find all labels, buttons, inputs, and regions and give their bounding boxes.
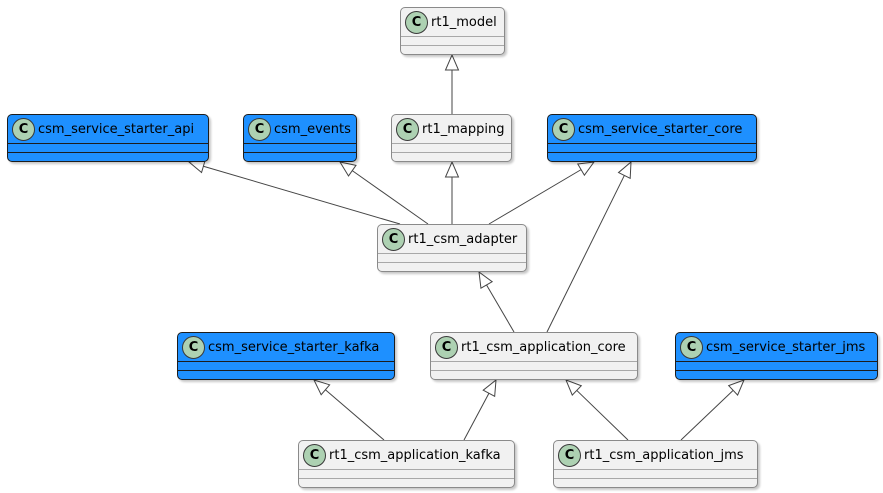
- class-name: rt1_model: [431, 14, 497, 30]
- methods-compartment: [676, 370, 877, 379]
- fields-compartment: [401, 36, 504, 45]
- methods-compartment: [554, 478, 757, 487]
- fields-compartment: [676, 361, 877, 370]
- fields-compartment: [548, 143, 756, 152]
- class-name: csm_service_starter_kafka: [208, 339, 380, 355]
- edge-rt1_csm_application_jms-extends-rt1_csm_application_core: [565, 379, 629, 441]
- edge-rt1_csm_application_kafka-extends-rt1_csm_application_core: [463, 378, 497, 441]
- methods-compartment: [178, 370, 394, 379]
- class-icon: C: [558, 443, 581, 467]
- class-name: csm_service_starter_api: [38, 121, 195, 137]
- class-name: rt1_csm_application_kafka: [329, 447, 501, 463]
- class-csm_events[interactable]: C csm_events: [243, 114, 357, 162]
- class-csm_service_starter_api[interactable]: C csm_service_starter_api: [7, 114, 209, 162]
- methods-compartment: [378, 262, 526, 271]
- class-icon: C: [680, 335, 703, 359]
- edge-rt1_csm_adapter-extends-csm_service_starter_api: [187, 159, 401, 225]
- class-rt1_model[interactable]: C rt1_model: [400, 7, 505, 55]
- fields-compartment: [8, 143, 208, 152]
- class-name: rt1_csm_application_jms: [584, 447, 744, 463]
- methods-compartment: [548, 152, 756, 161]
- fields-compartment: [178, 361, 394, 370]
- edge-rt1_csm_application_core-extends-rt1_csm_adapter: [478, 270, 515, 333]
- methods-compartment: [392, 152, 511, 161]
- class-icon: C: [396, 117, 419, 141]
- class-rt1_csm_adapter[interactable]: C rt1_csm_adapter: [377, 224, 527, 272]
- class-icon: C: [12, 117, 35, 141]
- fields-compartment: [554, 469, 757, 478]
- edge-rt1_csm_application_jms-extends-csm_service_starter_jms: [680, 379, 745, 441]
- class-name: rt1_mapping: [422, 121, 505, 137]
- class-icon: C: [552, 117, 575, 141]
- edge-rt1_csm_adapter-extends-rt1_mapping: [444, 160, 460, 224]
- class-name: csm_service_starter_jms: [706, 339, 866, 355]
- class-name: csm_events: [274, 121, 351, 137]
- class-icon: C: [405, 10, 428, 34]
- edge-rt1_csm_application_core-extends-csm_service_starter_core: [546, 160, 632, 333]
- methods-compartment: [8, 152, 208, 161]
- class-rt1_csm_application_core[interactable]: C rt1_csm_application_core: [430, 332, 638, 380]
- class-icon: C: [182, 335, 205, 359]
- class-icon: C: [435, 335, 458, 359]
- edge-rt1_csm_adapter-extends-csm_service_starter_core: [488, 161, 596, 225]
- class-rt1_csm_application_kafka[interactable]: C rt1_csm_application_kafka: [298, 440, 515, 488]
- class-icon: C: [382, 227, 405, 251]
- class-icon: C: [303, 443, 326, 467]
- methods-compartment: [401, 45, 504, 54]
- edge-rt1_mapping-extends-rt1_model: [444, 53, 460, 114]
- methods-compartment: [299, 478, 514, 487]
- class-icon: C: [248, 117, 271, 141]
- class-rt1_mapping[interactable]: C rt1_mapping: [391, 114, 512, 162]
- class-csm_service_starter_core[interactable]: C csm_service_starter_core: [547, 114, 757, 162]
- edge-rt1_csm_adapter-extends-csm_events: [338, 161, 429, 225]
- fields-compartment: [392, 143, 511, 152]
- class-csm_service_starter_kafka[interactable]: C csm_service_starter_kafka: [177, 332, 395, 380]
- fields-compartment: [244, 143, 356, 152]
- class-name: rt1_csm_adapter: [408, 231, 518, 247]
- class-name: csm_service_starter_core: [578, 121, 743, 137]
- fields-compartment: [299, 469, 514, 478]
- class-csm_service_starter_jms[interactable]: C csm_service_starter_jms: [675, 332, 878, 380]
- methods-compartment: [431, 370, 637, 379]
- edge-rt1_csm_application_kafka-extends-csm_service_starter_kafka: [313, 379, 385, 441]
- fields-compartment: [378, 253, 526, 262]
- methods-compartment: [244, 152, 356, 161]
- class-rt1_csm_application_jms[interactable]: C rt1_csm_application_jms: [553, 440, 758, 488]
- fields-compartment: [431, 361, 637, 370]
- class-name: rt1_csm_application_core: [461, 339, 626, 355]
